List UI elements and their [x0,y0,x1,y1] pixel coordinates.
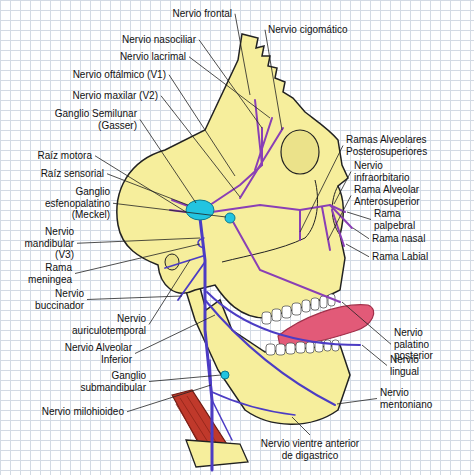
leader-line [300,146,343,233]
nerve-label: Nervio milohioideo [42,406,124,418]
lower-teeth [266,340,339,355]
leader-line [334,172,351,205]
nerve-label: Rama nasal [372,233,425,245]
leader-line [265,30,282,130]
leader-line [149,260,190,325]
semilunar-ganglion [186,200,214,220]
trigeminal-nerves [170,100,352,302]
nerve-label: Raíz motora [38,150,92,162]
nerve-label: Nervio buccinador [29,288,84,311]
leader-line [346,244,369,257]
nerve-label: Rama Labial [372,251,428,263]
nerve-label: Nervio cigomático [268,24,347,36]
nerve-label: Nervio lingual [390,354,432,377]
nerve-label: Nervio vientre anterior de digastrico [255,438,365,461]
leader-line [235,14,250,95]
orbit [281,130,319,174]
nerve-label: Ganglio Semilunar (Gasser) [42,108,137,131]
nerve-label: Nervio oftálmico (V1) [73,69,166,81]
nerve-label: Nervio mentoniano [380,387,445,410]
leader-line [140,120,196,204]
nerve-label: Ramas Alveolares Posterosuperiores [346,134,461,157]
leader-line [362,345,387,366]
nerve-label: Rama meningea [22,262,72,285]
nerve-label: Nervio mandibular (V3) [6,226,74,261]
mandibular-nerves [165,218,360,470]
nerve-label: Nervio frontal [173,8,232,20]
leader-line [328,196,351,241]
leader-line [107,174,188,205]
leader-line [113,203,226,217]
leader-line [189,57,270,118]
leader-line [87,296,182,300]
nerve-label: Ganglio esfenopalatino (Meckel) [35,186,110,221]
leader-line [342,302,391,344]
nerve-label: Ganglio submandibular [71,370,146,393]
hyoid-bone [186,440,248,467]
nerve-label: Rama Alveolar Anterosuperior [354,184,464,207]
nerve-label: Nervio nasociliar [122,34,196,46]
submandibular-ganglion [221,371,229,379]
leader-line [199,40,262,128]
leader-line [77,238,200,243]
leader-line [149,375,221,382]
leader-line [161,96,240,197]
sphenopalatine-ganglion [225,213,235,223]
leader-line [353,228,369,239]
nerve-label: Raíz sensorial [41,168,104,180]
nerve-label: Nervio auriculotemporal [61,313,146,336]
leader-line [292,417,310,435]
leader-line [337,399,377,405]
nerve-label: Nervio lacrimal [120,51,186,63]
leader-line [169,75,235,176]
nerve-label: Nervio Alveolar Inferior [62,342,132,365]
nerve-label: Nervio infraorbitario [354,160,429,183]
leader-line [75,244,200,274]
leader-line [135,315,215,354]
nerve-label: Rama palpebral [374,208,422,231]
nerve-label: Nervio maxilar (V2) [72,90,158,102]
leader-line [347,212,371,220]
